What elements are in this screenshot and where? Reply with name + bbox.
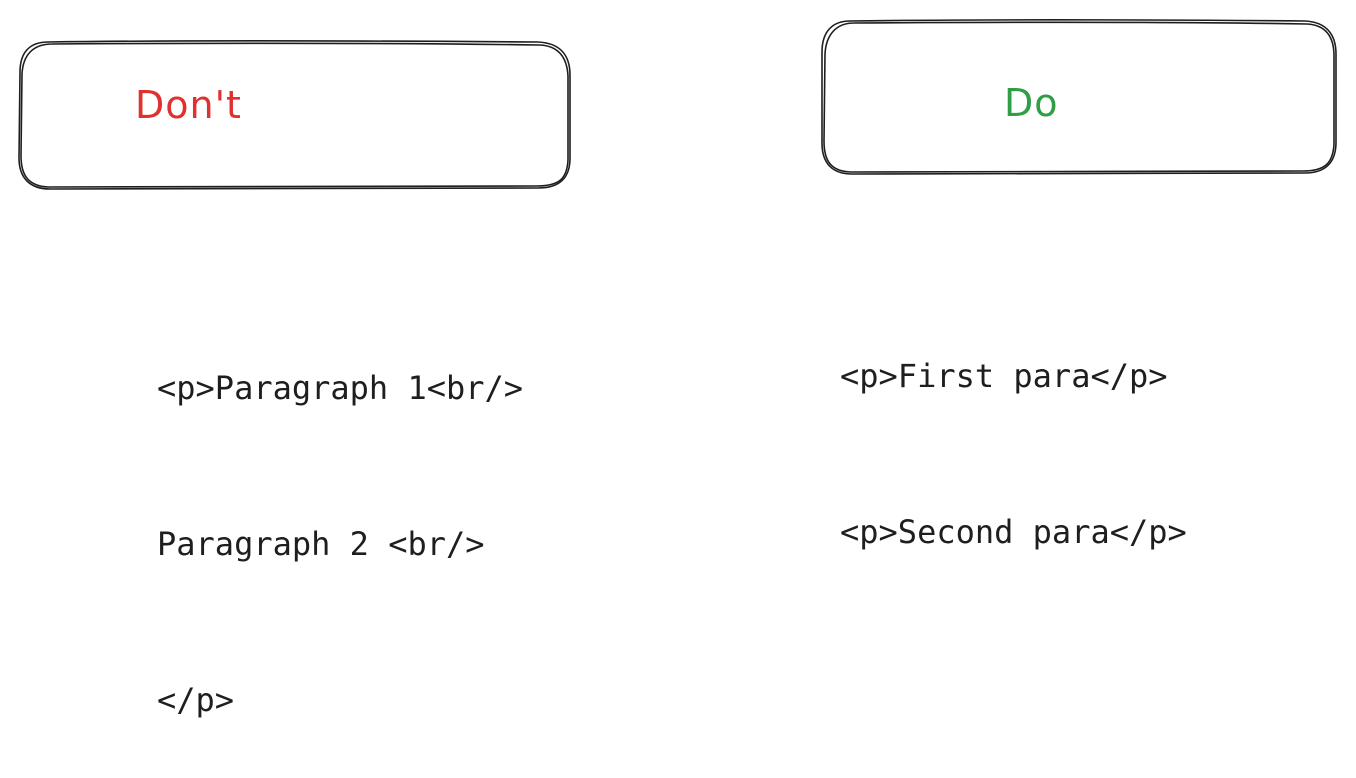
dont-code-line-2: Paragraph 2 <br/> — [157, 525, 485, 563]
dont-box — [18, 40, 571, 190]
canvas: { "dont_panel": { "label": "Don't", "lab… — [18, 19, 1337, 719]
sketch-boxes — [18, 19, 1337, 190]
do-code-snippet: <p>First para</p> <p>Second para</p> — [840, 246, 1187, 610]
do-code-line-2: <p>Second para</p> — [840, 513, 1187, 551]
dont-code-line-1: <p>Paragraph 1<br/> — [157, 369, 524, 407]
dont-code-snippet: <p>Paragraph 1<br/> Paragraph 2 <br/> </… — [157, 258, 523, 778]
do-label: Do — [1004, 81, 1059, 125]
do-code-line-1: <p>First para</p> — [840, 357, 1168, 395]
dont-label: Don't — [135, 83, 242, 127]
dont-code-line-3: </p> — [157, 681, 235, 719]
do-box — [821, 19, 1337, 175]
